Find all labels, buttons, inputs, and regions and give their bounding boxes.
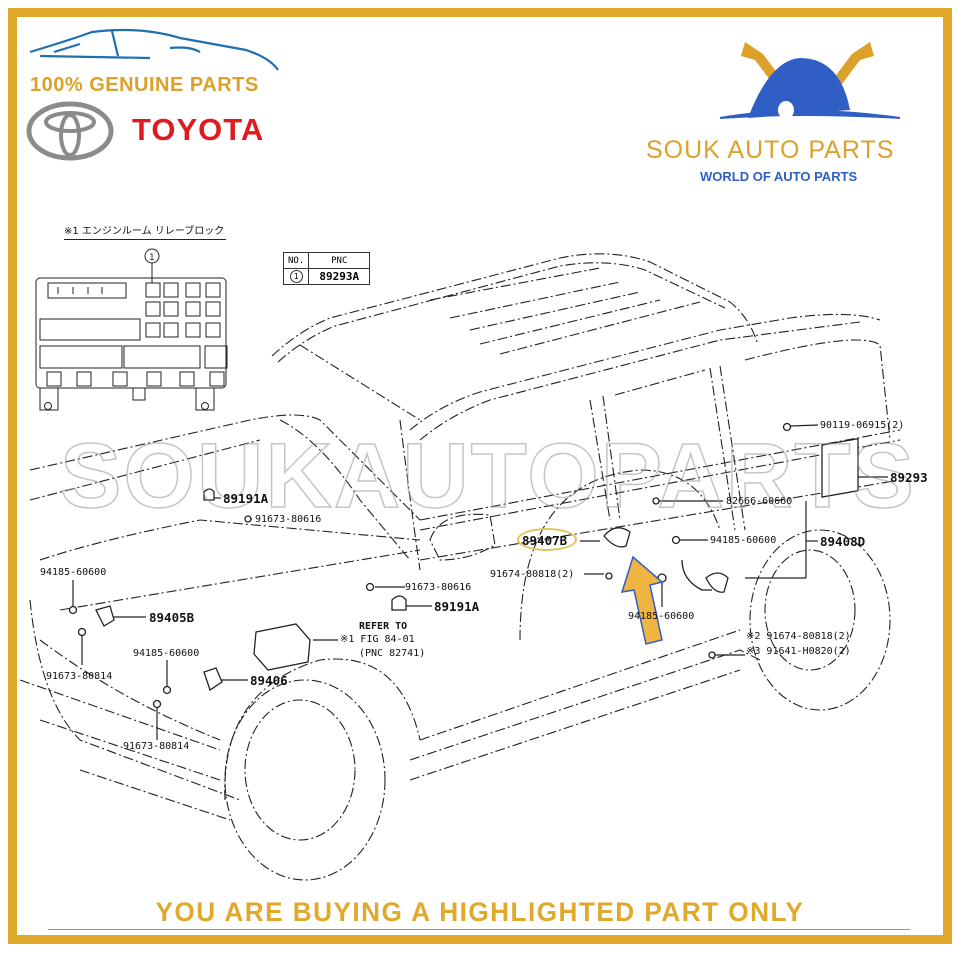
part-label: 89406 [250,673,288,688]
toyota-brand-name: TOYOTA [132,112,265,147]
highlighted-part-oval [517,528,577,551]
highlighted-part-notice: YOU ARE BUYING A HIGHLIGHTED PART ONLY [155,897,805,927]
refer-note: (PNC 82741) [359,648,426,659]
pnc-table-header-pnc: PNC [308,252,371,269]
pnc-table: NO. PNC 1 89293A [282,252,371,285]
genuine-parts-tagline: 100% GENUINE PARTS [30,74,259,96]
part-label: 91673-80814 [123,741,190,752]
part-label: ※3 91641-H0820(2) [746,646,851,657]
refer-note: REFER TO [359,621,408,632]
part-label: 91674-80818(2) [490,569,575,580]
part-label: 91673-80814 [46,671,113,682]
notice-underline [48,929,910,930]
part-label: 91673-80616 [405,582,472,593]
refer-note: ※1 FIG 84-01 [340,634,415,645]
part-label: ※2 91674-80818(2) [746,631,851,642]
part-label: 89293 [890,470,928,485]
part-label: 91673-80616 [255,514,322,525]
part-label: 94185-60600 [40,567,107,578]
gold-frame [8,8,952,944]
seller-tagline: WORLD OF AUTO PARTS [700,169,858,184]
part-label: 89405B [149,610,195,625]
part-label: 90119-06915(2) [820,420,905,431]
pnc-table-header-no: NO. [282,252,310,269]
seller-name: SOUK AUTO PARTS [646,136,895,164]
pnc-table-value: 89293A [308,268,371,285]
pnc-table-no: 1 [282,268,310,285]
part-label: 94185-60600 [628,611,695,622]
part-label: 94185-60600 [133,648,200,659]
part-label: 94185-60600 [710,535,777,546]
svg-text:1: 1 [149,253,155,263]
part-label: 89191A [434,599,480,614]
part-label: 89408D [820,534,866,549]
watermark: SOUKAUTOPARTS [59,424,916,528]
highlighted-part-label: 89407B [522,533,568,548]
part-label: 82666-60660 [726,496,793,507]
part-label: 89191A [223,491,269,506]
relay-block-caption: ※1 エンジンルーム リレーブロック [64,222,226,240]
